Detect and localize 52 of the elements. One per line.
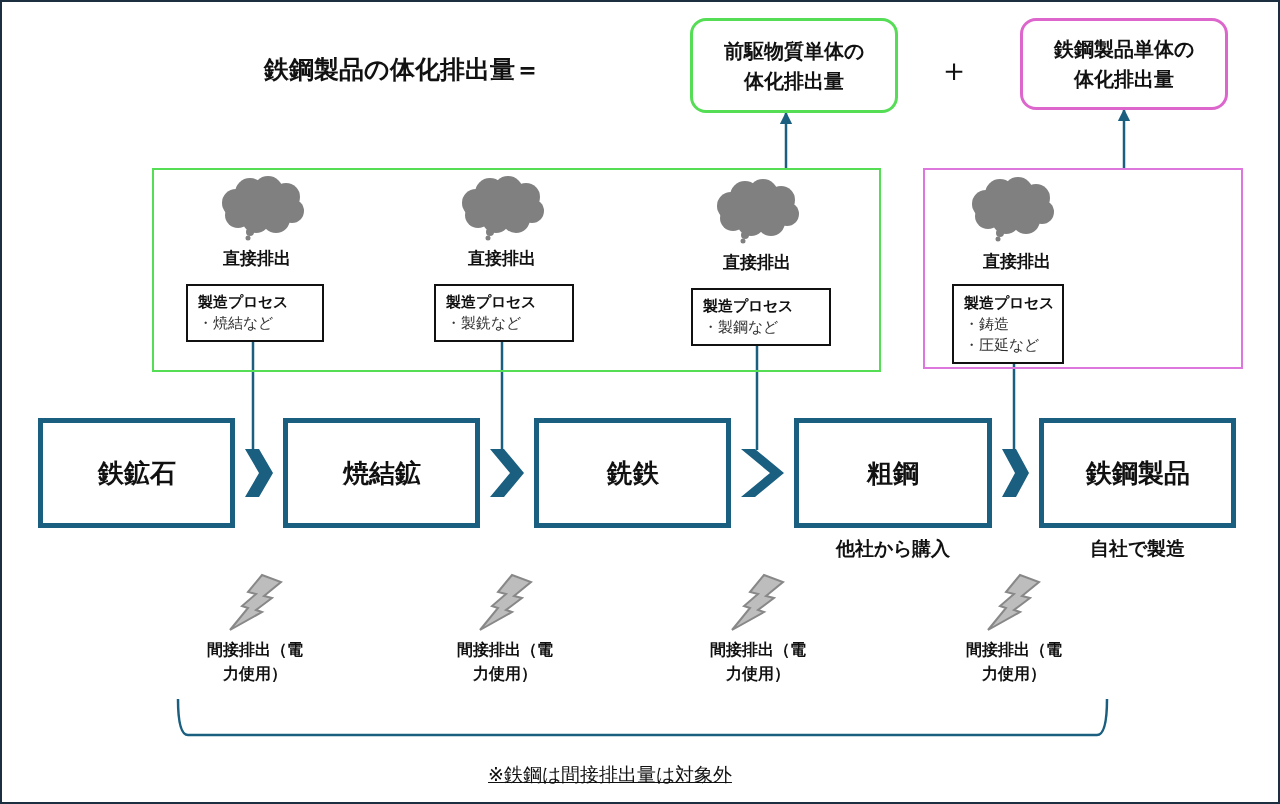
text-label: 間接排出（電力使用） [965, 639, 1063, 685]
text-label: 直接排出 [222, 247, 292, 270]
connector-line [755, 344, 759, 450]
process-heading: 製造プロセス [446, 292, 536, 313]
connector-line [251, 340, 255, 450]
group-frame [923, 168, 1243, 369]
process-heading: 製造プロセス [703, 296, 793, 317]
process-item: ・圧延など [964, 334, 1039, 356]
chevron-arrow [1002, 449, 1029, 497]
process-box [691, 288, 831, 346]
stage-box [794, 418, 992, 528]
text-label: ＋ [937, 58, 971, 82]
process-item: ・鋳造 [964, 313, 1009, 335]
process-box [186, 284, 324, 342]
connector-line [1012, 362, 1016, 450]
stage-box [283, 418, 480, 528]
process-item: ・焼結など [198, 313, 273, 334]
group-frame [152, 168, 881, 372]
node-label: 鉄鉱石 [97, 456, 176, 490]
result-box [1020, 18, 1228, 110]
result-box [690, 18, 898, 113]
node-label: 鉄鋼製品 [1085, 456, 1190, 490]
footnote: ※鉄鋼は間接排出量は対象外 [487, 762, 733, 787]
node-note: 他社から購入 [834, 536, 951, 561]
node-label: 粗鋼 [867, 456, 919, 490]
chevron-arrow [245, 449, 273, 497]
text-label: 鉄鋼製品の体化排出量＝ [264, 58, 541, 82]
chevron-arrow [490, 449, 524, 497]
process-heading: 製造プロセス [964, 292, 1054, 314]
stage-box [38, 418, 235, 528]
text-label: 間接排出（電力使用） [206, 639, 304, 685]
node-label: 前駆物質単体の体化排出量 [723, 37, 865, 95]
connector-line [500, 340, 504, 450]
stage-box [1039, 418, 1236, 528]
process-heading: 製造プロセス [198, 292, 288, 313]
node-label: 銑鉄 [606, 456, 659, 490]
node-label: 鉄鋼製品単体の体化排出量 [1052, 36, 1195, 93]
process-item: ・製鋼など [703, 317, 778, 338]
process-box [952, 284, 1064, 364]
text-label: 間接排出（電力使用） [456, 639, 554, 685]
node-note: 自社で製造 [1089, 536, 1186, 561]
text-label: 直接排出 [467, 247, 537, 270]
arrow [1117, 108, 1131, 168]
stage-box [534, 418, 731, 528]
text-label: 間接排出（電力使用） [709, 639, 807, 685]
arrow [779, 111, 793, 168]
node-label: 焼結鉱 [342, 456, 421, 490]
text-label: 直接排出 [722, 251, 792, 274]
chevron-arrow [741, 449, 784, 497]
process-item: ・製銑など [446, 313, 521, 334]
process-box [434, 284, 574, 342]
text-label: 直接排出 [982, 250, 1052, 273]
